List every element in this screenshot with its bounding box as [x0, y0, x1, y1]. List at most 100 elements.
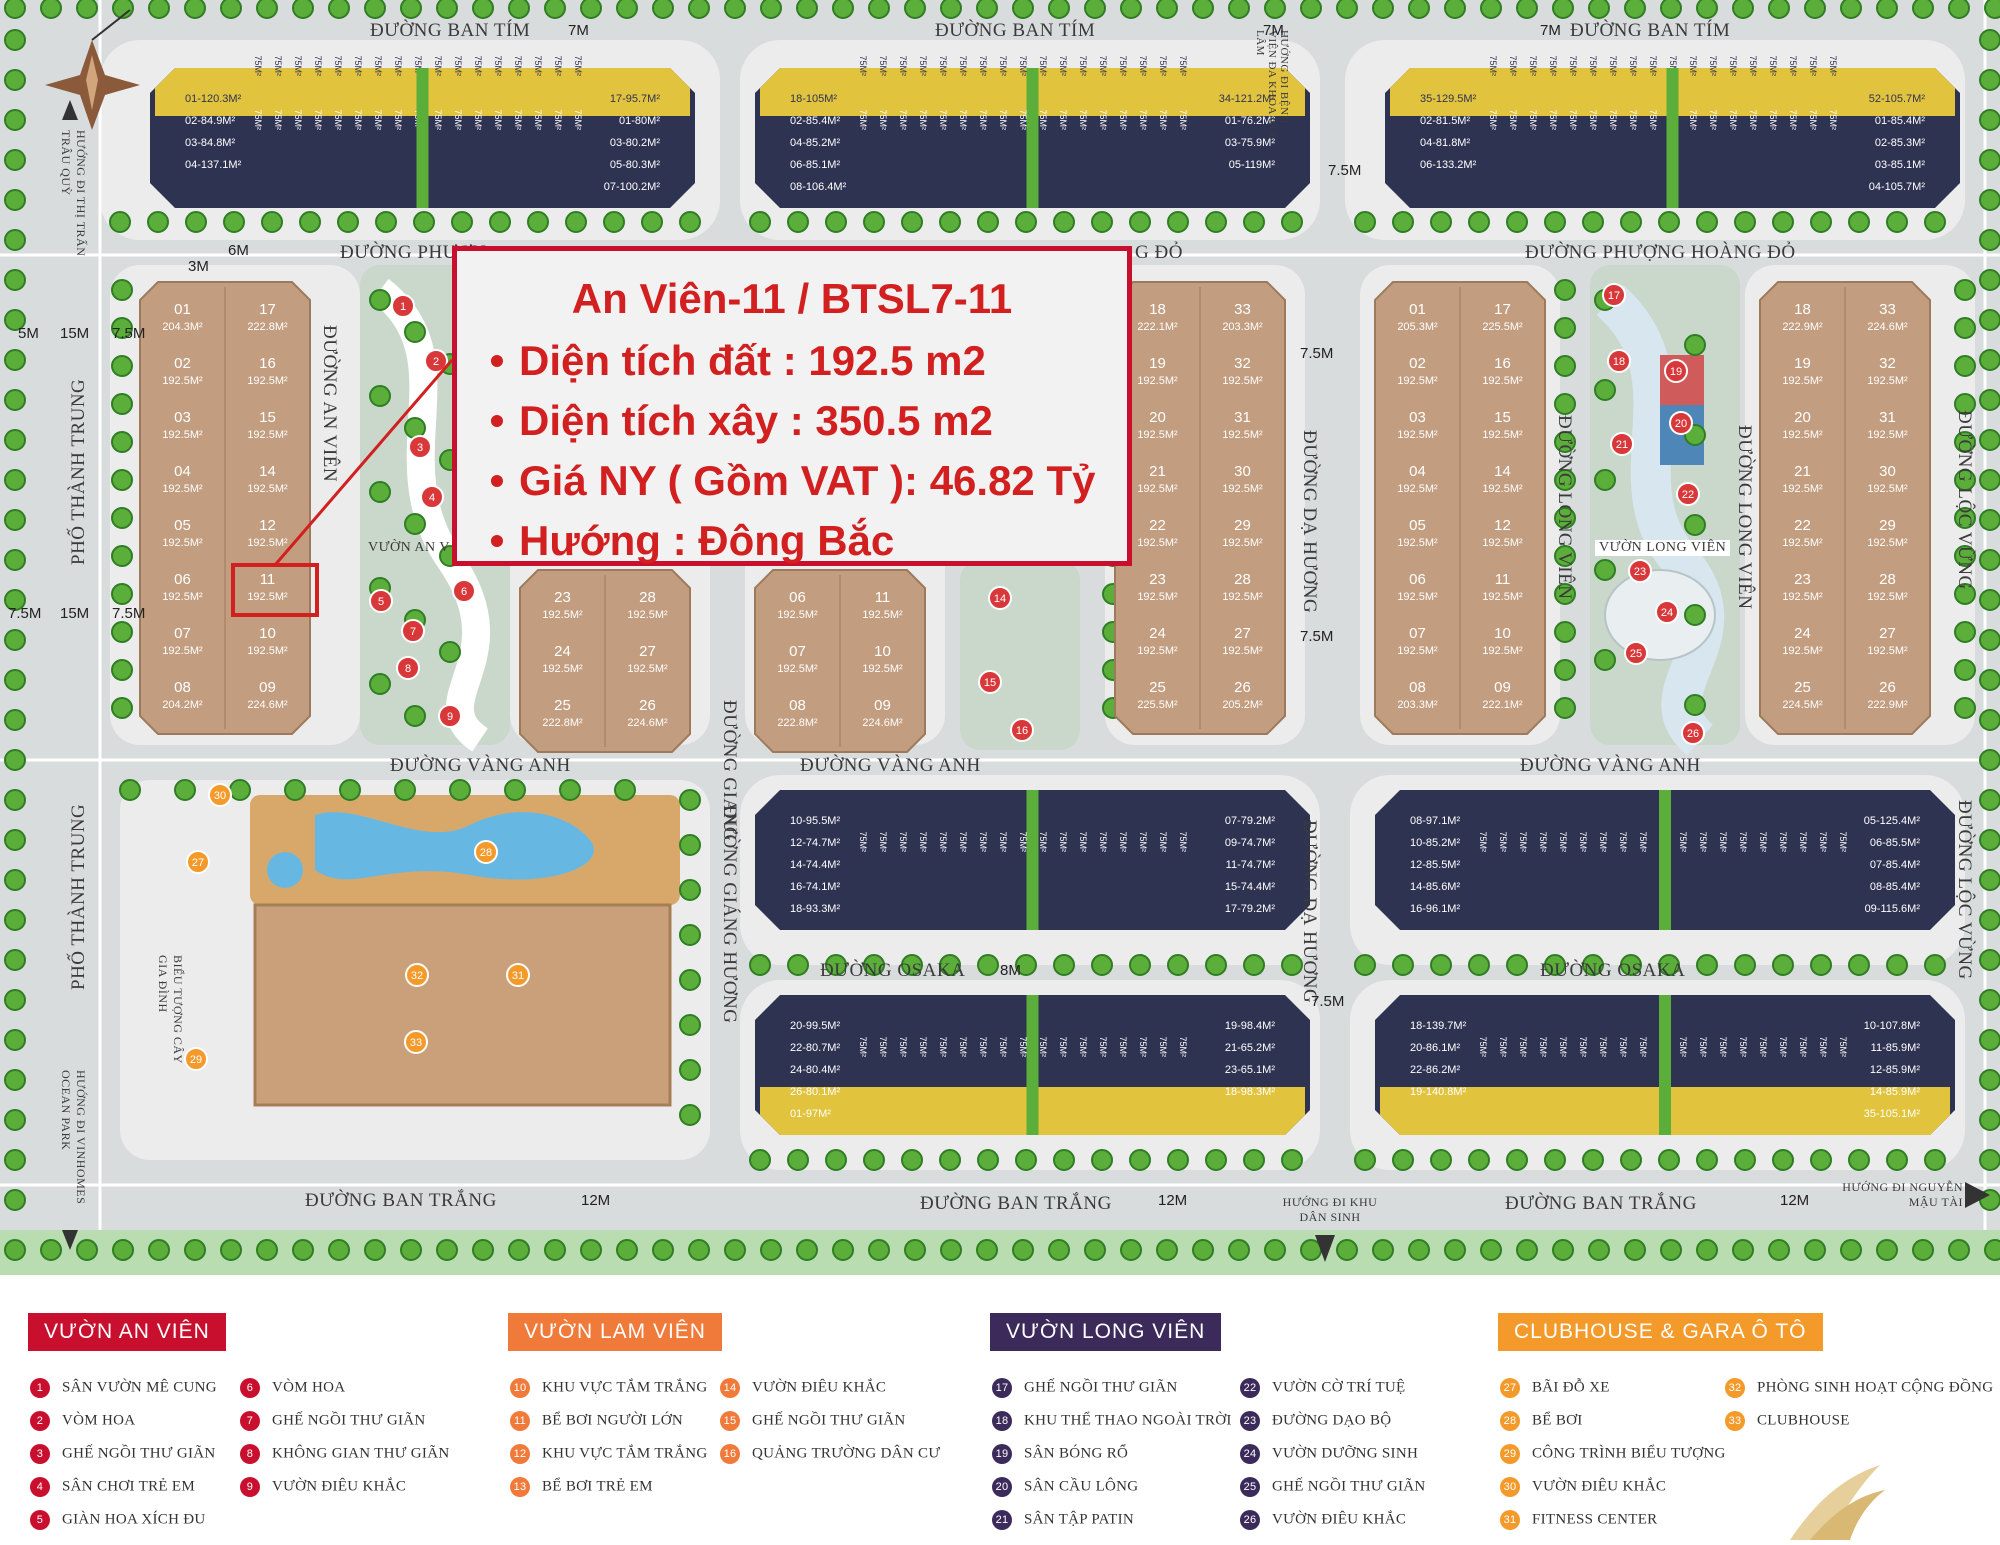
- amenity-marker[interactable]: 15: [978, 670, 1002, 694]
- amenity-marker[interactable]: 2: [424, 349, 448, 373]
- amenity-marker[interactable]: 31: [506, 963, 530, 987]
- amenity-marker[interactable]: 14: [988, 586, 1012, 610]
- amenity-marker[interactable]: 23: [1628, 559, 1652, 583]
- amenity-marker[interactable]: 24: [1655, 600, 1679, 624]
- amenity-marker[interactable]: 29: [184, 1047, 208, 1071]
- amenity-marker[interactable]: 8: [396, 656, 420, 680]
- amenity-marker[interactable]: 33: [404, 1030, 428, 1054]
- amenity-marker[interactable]: 16: [1010, 718, 1034, 742]
- amenity-marker[interactable]: 19: [1664, 359, 1688, 383]
- amenity-marker[interactable]: 26: [1681, 721, 1705, 745]
- amenity-marker[interactable]: 22: [1676, 482, 1700, 506]
- amenity-marker[interactable]: 17: [1602, 283, 1626, 307]
- amenity-marker[interactable]: 32: [405, 963, 429, 987]
- amenity-marker[interactable]: 9: [438, 704, 462, 728]
- amenity-marker[interactable]: 18: [1607, 349, 1631, 373]
- amenity-marker[interactable]: 20: [1669, 411, 1693, 435]
- amenity-marker[interactable]: 4: [420, 485, 444, 509]
- amenity-marker[interactable]: 5: [369, 589, 393, 613]
- amenity-marker[interactable]: 21: [1610, 432, 1634, 456]
- amenity-marker[interactable]: 30: [208, 783, 232, 807]
- amenity-marker[interactable]: 6: [452, 579, 476, 603]
- amenity-marker[interactable]: 1: [391, 294, 415, 318]
- amenity-marker[interactable]: 7: [401, 619, 425, 643]
- amenity-marker[interactable]: 28: [474, 840, 498, 864]
